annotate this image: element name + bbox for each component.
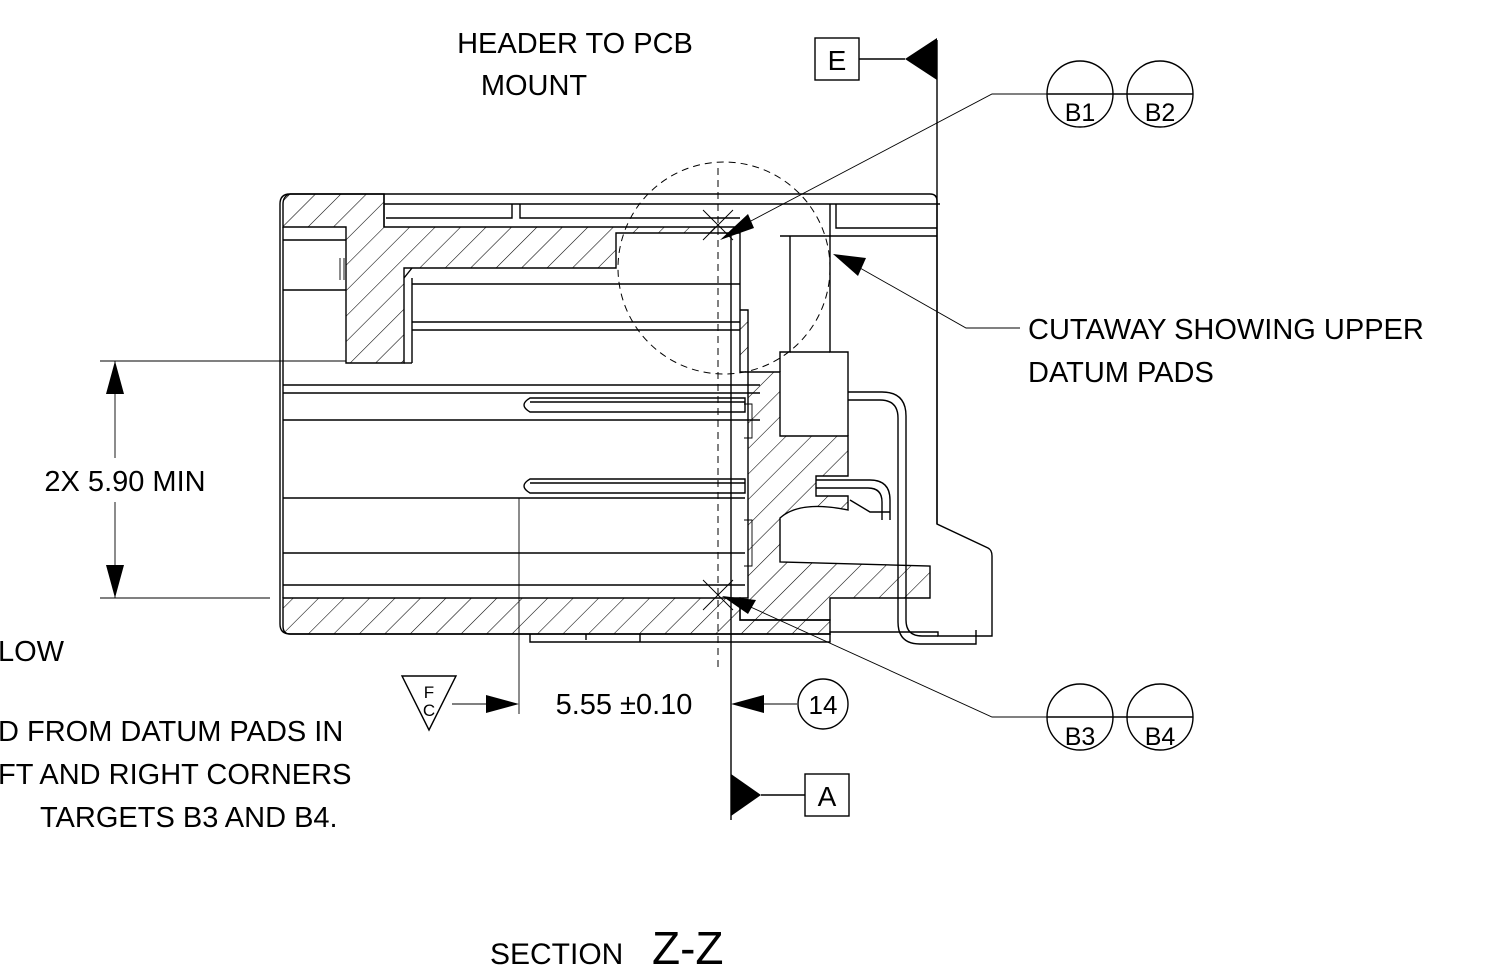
note-low: LOW (0, 636, 65, 668)
cutaway-label-line2: DATUM PADS (1028, 357, 1214, 389)
note-line1: D FROM DATUM PADS IN (0, 716, 343, 748)
housing-body (279, 193, 993, 645)
section-prefix: SECTION (490, 938, 623, 971)
target-b1: B1 (1065, 99, 1096, 127)
section-label: SECTION Z-Z (490, 922, 724, 973)
target-b2: B2 (1145, 99, 1176, 127)
section-id: Z-Z (652, 922, 724, 973)
fc-symbol (400, 675, 458, 732)
target-b3: B3 (1065, 723, 1096, 751)
height-dimension-text: 2X 5.90 MIN (44, 466, 205, 498)
datum-a-flag: A (731, 773, 850, 817)
cutaway-circle (617, 161, 831, 375)
cutaway-label-line1: CUTAWAY SHOWING UPPER (1028, 314, 1424, 346)
note-line3: TARGETS B3 AND B4. (40, 802, 338, 834)
datum-a-letter: A (818, 781, 837, 812)
datum-targets-bottom: B3 B4 (722, 596, 1194, 751)
notes: LOW D FROM DATUM PADS IN FT AND RIGHT CO… (0, 636, 351, 834)
datum-e-flag: E (814, 37, 937, 81)
header-label-line2: MOUNT (481, 70, 588, 102)
balloon-number: 14 (809, 690, 838, 720)
target-b4: B4 (1145, 723, 1176, 751)
fc-symbol-top: F (424, 683, 434, 702)
width-dimension: 5.55 ±0.10 F C 14 (400, 498, 849, 732)
note-line2: FT AND RIGHT CORNERS (0, 759, 351, 791)
cutaway-callout: CUTAWAY SHOWING UPPER DATUM PADS (833, 254, 1424, 389)
target-mark-lower (702, 579, 734, 611)
header-label-line1: HEADER TO PCB (457, 28, 693, 60)
datum-targets-top: B1 B2 (720, 60, 1194, 240)
datum-e-letter: E (828, 45, 847, 76)
balloon (797, 678, 849, 730)
fc-symbol-bottom: C (423, 701, 435, 720)
height-dimension: 2X 5.90 MIN (44, 360, 346, 599)
width-dimension-text: 5.55 ±0.10 (556, 689, 693, 721)
